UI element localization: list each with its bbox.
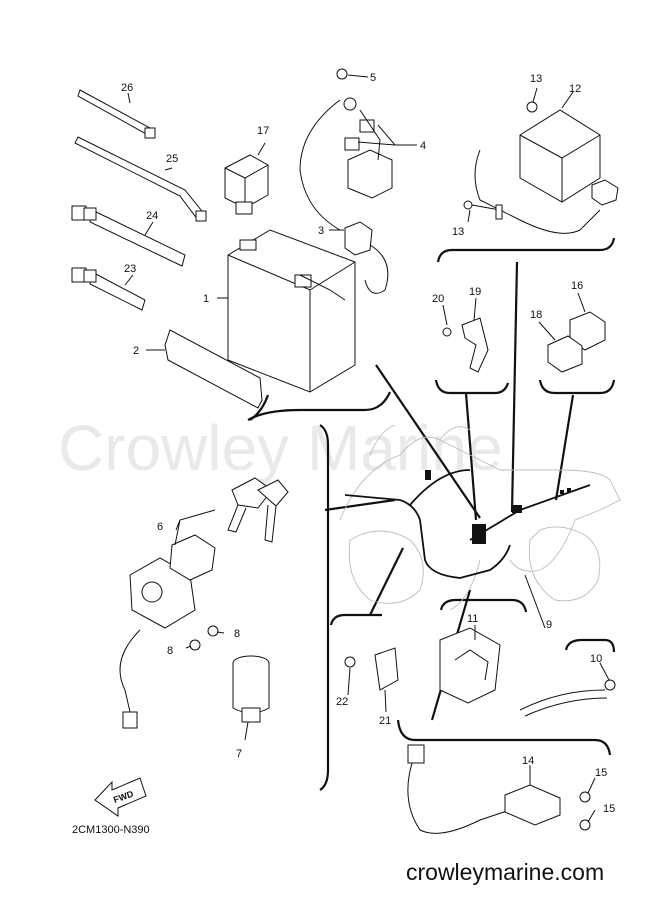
callout-3: 3 xyxy=(318,225,324,237)
cable-tie-26 xyxy=(77,89,156,139)
callout-26: 26 xyxy=(121,82,133,94)
callout-6: 6 xyxy=(157,521,163,533)
callout-21: 21 xyxy=(379,715,391,727)
relay-17 xyxy=(224,154,269,215)
callout-25: 25 xyxy=(166,153,178,165)
callout-20: 20 xyxy=(432,293,444,305)
callout-15a: 15 xyxy=(595,767,607,779)
vehicle-silhouette xyxy=(339,424,621,611)
callout-12: 12 xyxy=(569,83,581,95)
callout-14: 14 xyxy=(522,755,534,767)
band-23 xyxy=(71,267,146,311)
callout-13a: 13 xyxy=(530,73,542,85)
callout-7: 7 xyxy=(236,748,242,760)
callout-5: 5 xyxy=(370,72,376,84)
callout-16: 16 xyxy=(571,280,583,292)
coupler-16-18 xyxy=(547,311,606,373)
callout-8b: 8 xyxy=(167,645,173,657)
sensor-9-10 xyxy=(519,679,616,717)
bracket-19 xyxy=(442,317,489,373)
callout-23: 23 xyxy=(124,263,136,275)
callout-19: 19 xyxy=(469,286,481,298)
callout-8a: 8 xyxy=(234,628,240,640)
band-24 xyxy=(71,205,186,267)
callout-4: 4 xyxy=(420,140,426,152)
ecu-12 xyxy=(463,101,619,234)
callout-2: 2 xyxy=(133,345,139,357)
callout-24: 24 xyxy=(146,210,158,222)
callout-10: 10 xyxy=(590,653,602,665)
battery-1 xyxy=(227,229,356,393)
callout-1: 1 xyxy=(203,293,209,305)
callout-18: 18 xyxy=(530,309,542,321)
cable-tie-25 xyxy=(74,136,207,222)
vehicle-harness xyxy=(344,469,591,579)
callout-17: 17 xyxy=(257,125,269,137)
bolts-8 xyxy=(189,625,219,651)
bracket-11 xyxy=(439,627,501,704)
callout-13b: 13 xyxy=(452,226,464,238)
cap-7 xyxy=(232,655,270,723)
forward-arrow-icon: FWD xyxy=(94,777,147,817)
watermark-text: Crowley Marine xyxy=(58,412,503,484)
clamp-21-22 xyxy=(344,647,399,691)
main-switch-6 xyxy=(119,477,289,729)
sensor-14-15 xyxy=(407,744,591,834)
callout-15b: 15 xyxy=(603,803,615,815)
callout-9: 9 xyxy=(546,619,552,631)
starter-relay-assembly xyxy=(299,68,393,294)
diagram-code: 2CM1300-N390 xyxy=(72,824,150,836)
callout-22: 22 xyxy=(336,696,348,708)
frame-brackets xyxy=(247,237,616,791)
callout-11: 11 xyxy=(467,613,478,625)
callout-numbers: 1 2 3 4 5 6 7 8 8 9 10 11 12 13 13 14 15… xyxy=(121,72,615,815)
battery-band-2 xyxy=(164,329,263,409)
website-label: crowleymarine.com xyxy=(406,859,604,885)
leader-lines xyxy=(124,74,610,823)
